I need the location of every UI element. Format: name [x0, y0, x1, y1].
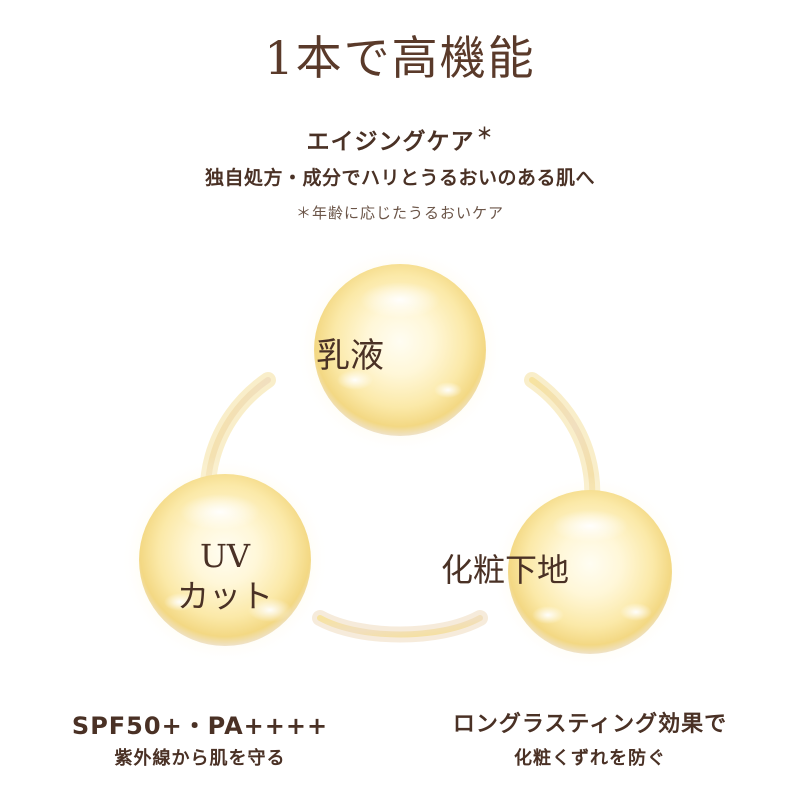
- orb-uv-cut: [121, 456, 329, 664]
- benefit-orb-diagram: [121, 246, 688, 670]
- aging-care-title: エイジングケア＊: [0, 122, 800, 156]
- uv-feature-subtitle: 紫外線から肌を守る: [114, 748, 286, 769]
- orb-label-uv-line1: UV: [199, 537, 251, 575]
- aging-care-title-text: エイジングケア: [306, 129, 475, 155]
- orb-label-uv-line2: カット: [176, 577, 273, 615]
- headline: 1本で高機能: [264, 31, 536, 85]
- orb-label-makeup-base: 化粧下地: [440, 551, 569, 589]
- long-lasting-title: ロングラスティング効果で: [452, 712, 728, 737]
- long-lasting-subtitle: 化粧くずれを防ぐ: [514, 748, 666, 769]
- orb-label-uv: UV カット: [150, 536, 300, 616]
- orb-milk: [296, 246, 504, 454]
- aging-care-asterisk: ＊: [476, 124, 494, 143]
- orb-label-milk: 乳液: [316, 336, 384, 376]
- orb-makeup-base: [492, 474, 688, 670]
- aging-care-note: ＊年齢に応じたうるおいケア: [295, 204, 504, 222]
- aging-care-subtitle: 独自処方・成分でハリとうるおいのある肌へ: [204, 167, 595, 189]
- uv-feature-title: SPF50+・PA++++: [71, 712, 329, 740]
